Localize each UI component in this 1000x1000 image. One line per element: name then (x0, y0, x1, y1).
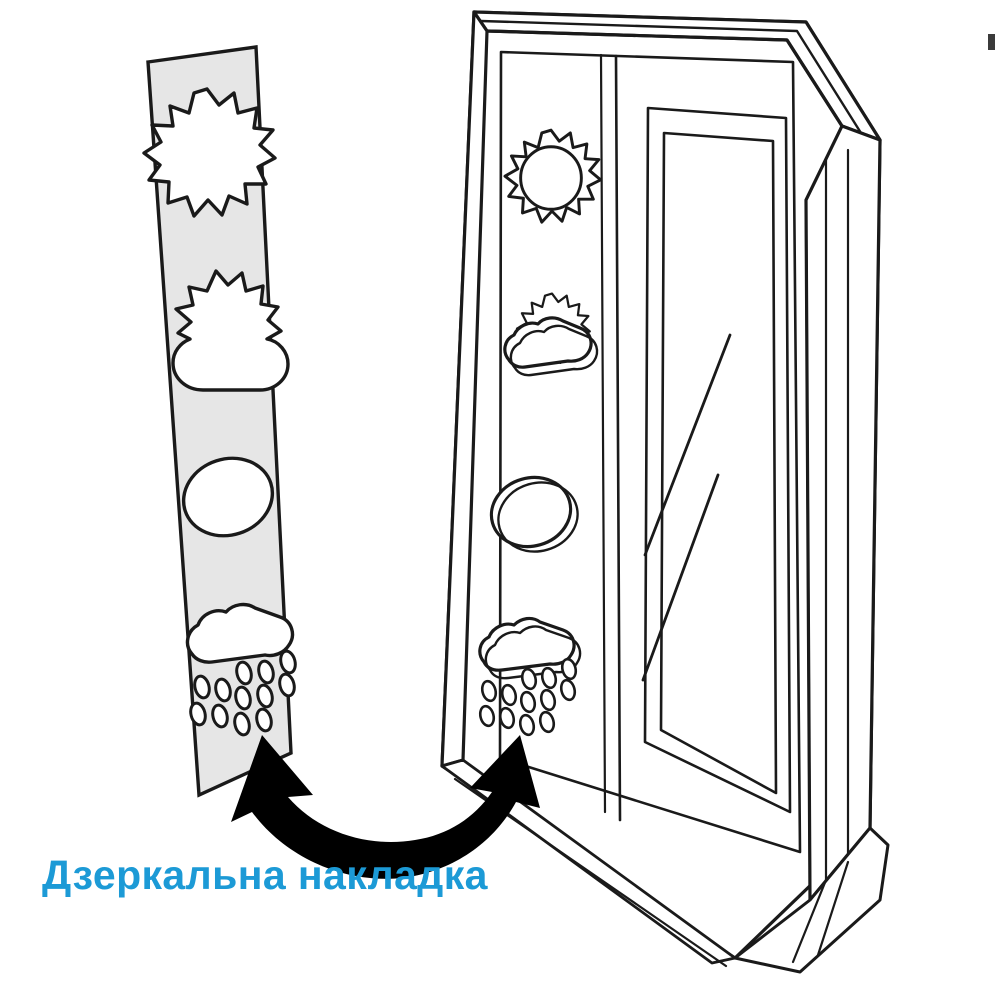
double-headed-curved-arrow (231, 735, 540, 879)
display-glare-line-1 (643, 333, 732, 557)
stand-foot-seam-1 (791, 878, 828, 964)
sun-behind-cloud-icon (503, 292, 599, 377)
rain-cloud-icon (478, 616, 582, 737)
sun-behind-cloud-icon (171, 269, 290, 392)
stand-foot-seam-2 (816, 860, 850, 957)
arrow-body (231, 735, 540, 879)
corner-tick-mark (988, 34, 995, 50)
caption-label: Дзеркальна накладка (42, 852, 488, 898)
cloud-icon (489, 475, 579, 553)
weather-icon-panel (478, 128, 603, 737)
raindrops (189, 649, 297, 737)
mirror-overlay-strip[interactable] (142, 45, 297, 798)
device-right-side (804, 124, 882, 902)
raindrops (478, 657, 578, 737)
display-glare-line-2 (641, 473, 720, 682)
device-top-edge-line-2 (479, 19, 863, 135)
device-top-edge-line (485, 29, 844, 128)
rain-cloud-icon (185, 602, 297, 737)
display-bezel (643, 106, 792, 814)
icon-column-divider (614, 54, 622, 822)
sun-icon (142, 87, 277, 218)
lcd-display-panel[interactable] (659, 131, 778, 795)
cloud-icon (181, 456, 275, 538)
device-stand-base-right (733, 826, 890, 974)
device-side-seam-3 (804, 198, 812, 902)
weather-station-unit[interactable] (440, 10, 890, 974)
icon-column-divider-shadow (599, 53, 607, 814)
